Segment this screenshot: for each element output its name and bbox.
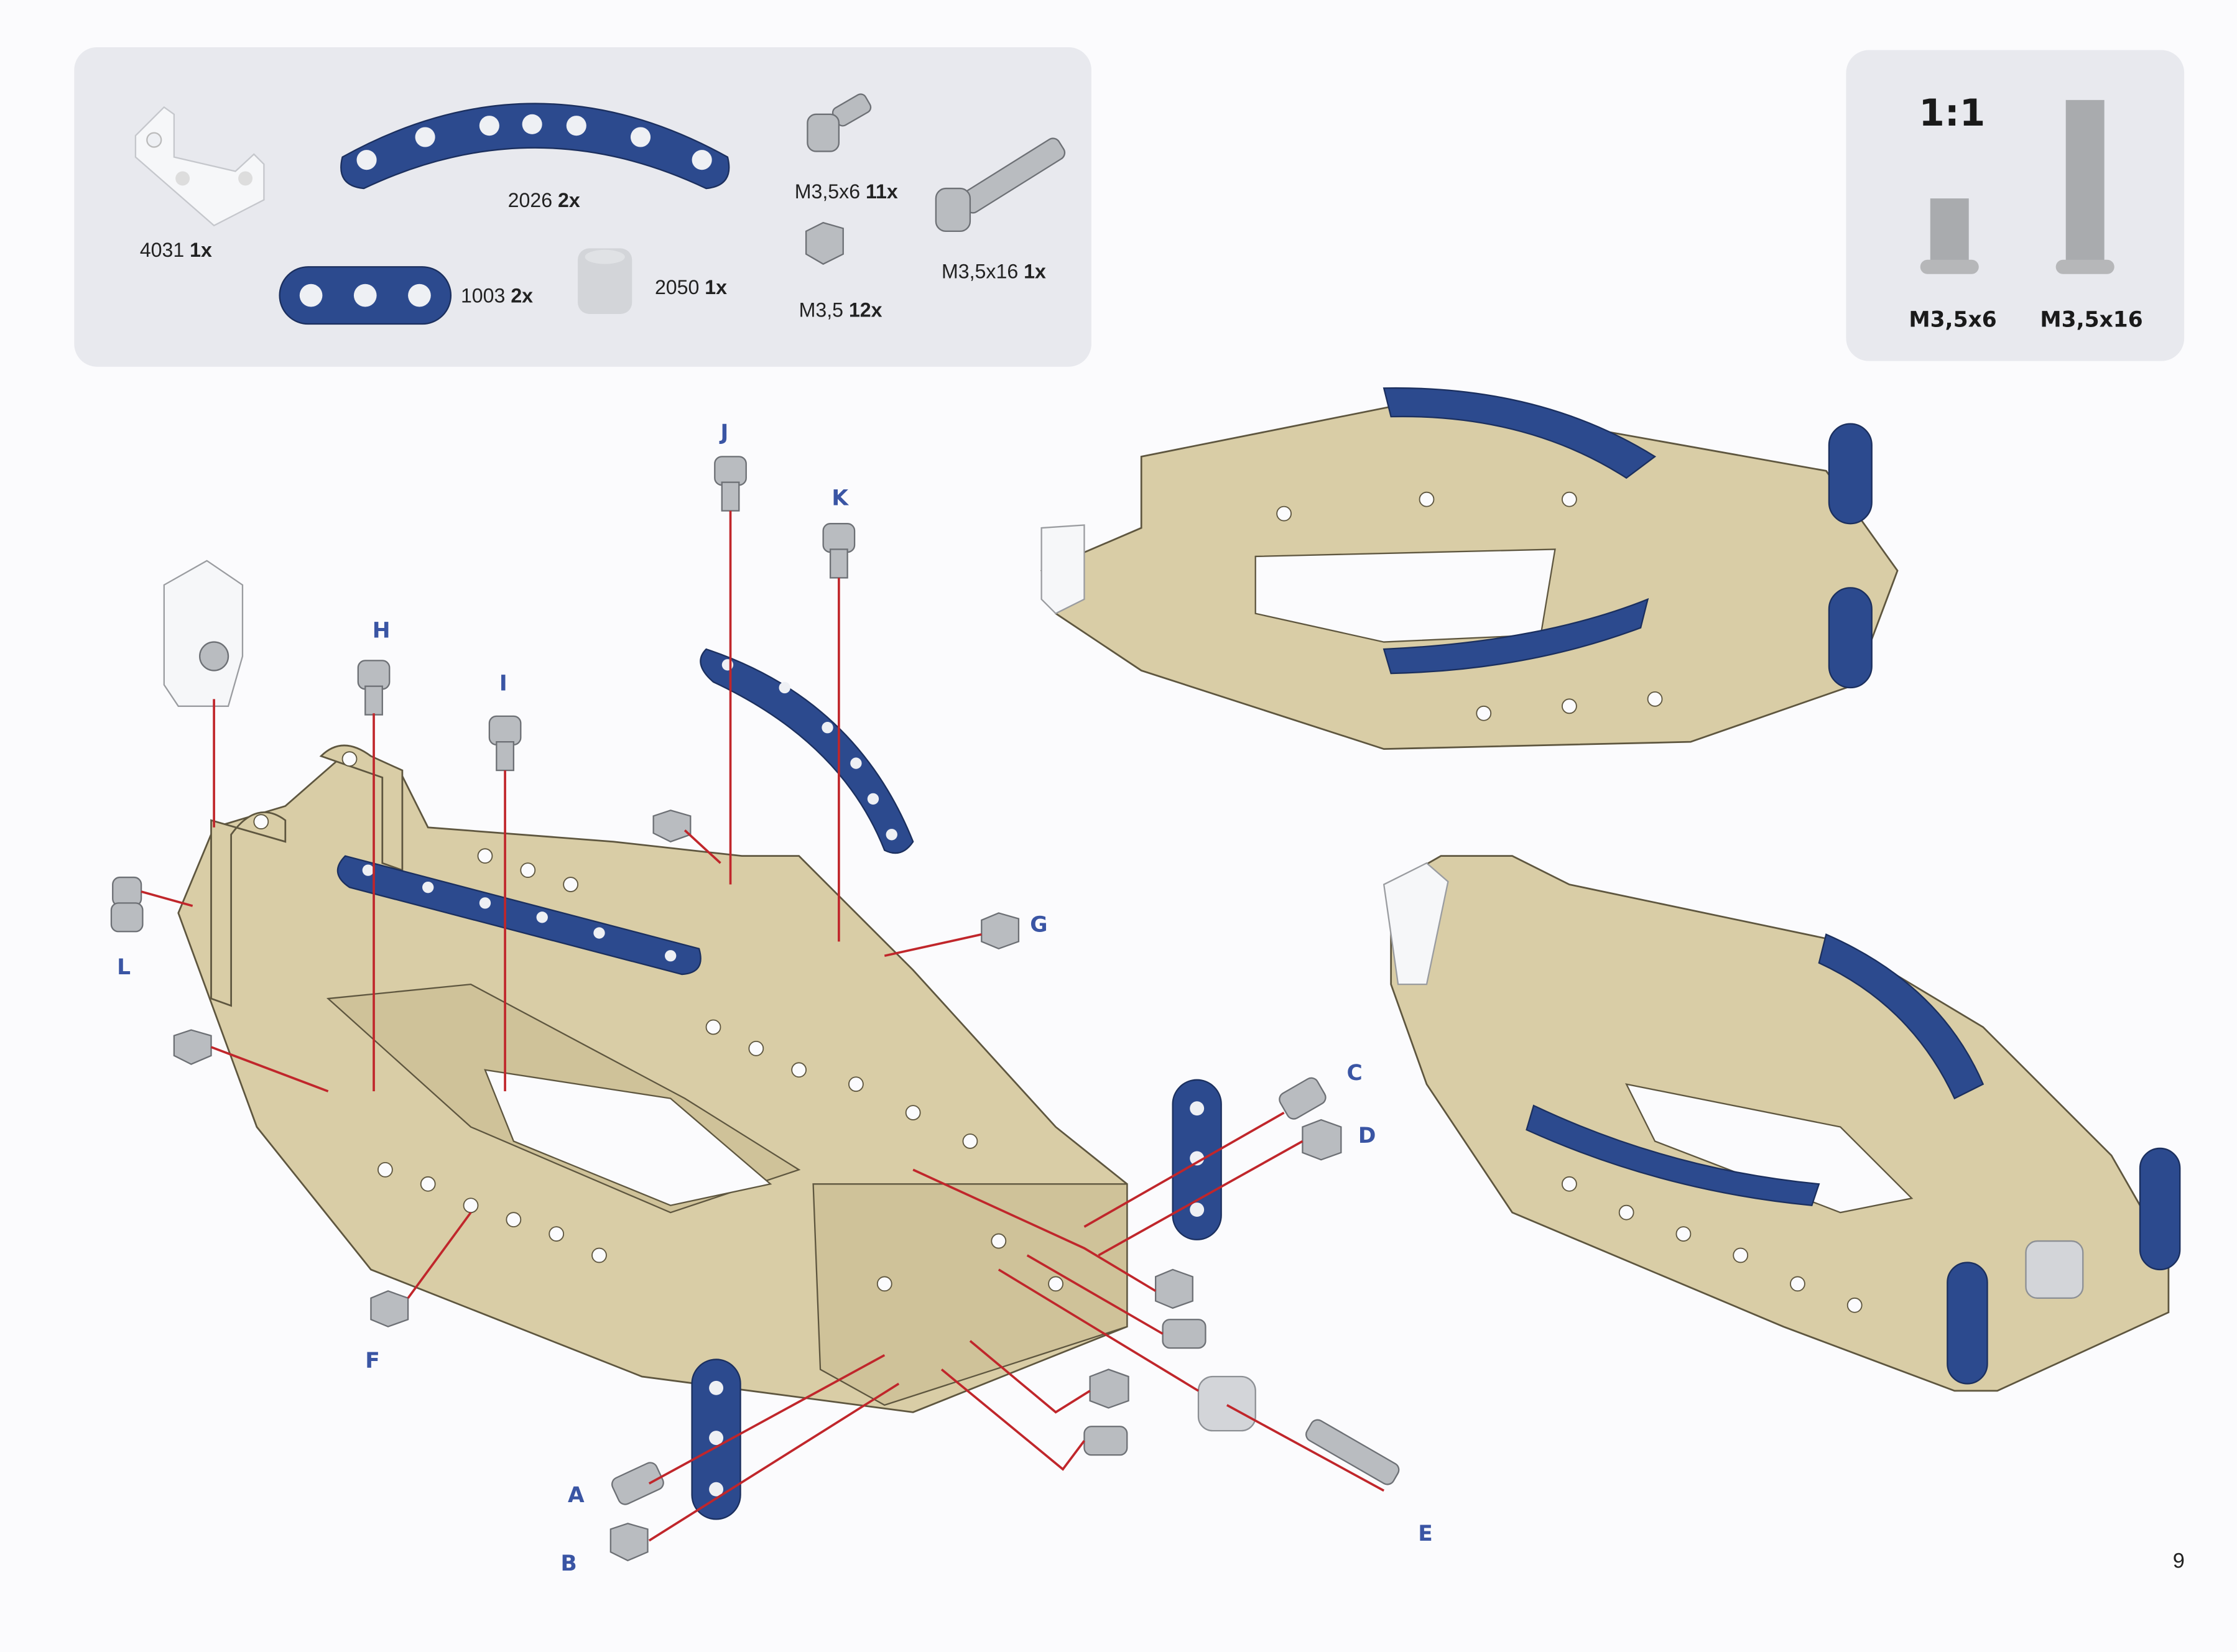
part-label-m35: M3,5 12x — [799, 299, 882, 321]
screw-m35x6-actual-size-icon — [1920, 198, 1979, 274]
assembled-view-bottom — [1382, 855, 2181, 1392]
callout-G: G — [1030, 912, 1047, 937]
blue-strip-assembled — [336, 855, 702, 976]
part-label-m35x16: M3,5x16 1x — [942, 261, 1046, 283]
bracket-4031-icon — [134, 106, 265, 227]
blue-curved-strip-exploded — [700, 648, 914, 854]
callout-H: H — [373, 619, 391, 644]
callout-E: E — [1418, 1521, 1433, 1546]
part-label-2050: 2050 1x — [655, 276, 727, 298]
scale-label-m35x6: M3,5x6 — [1909, 308, 1996, 333]
screw-m35x16-icon — [935, 137, 1066, 233]
main-exploded-assembly — [110, 456, 1400, 1562]
callout-I: I — [499, 671, 507, 696]
callout-F: F — [365, 1349, 380, 1373]
screw-m35x16-actual-size-icon — [2055, 99, 2114, 274]
callout-letters: J K H I L G C D F A B E — [117, 420, 1433, 1576]
callout-D: D — [1358, 1124, 1376, 1148]
scale-ratio: 1:1 — [1919, 92, 1985, 135]
blue-strip-bottom-exploded — [691, 1359, 741, 1520]
callout-A: A — [568, 1483, 585, 1508]
page-number: 9 — [2173, 1549, 2185, 1572]
callout-C: C — [1347, 1061, 1363, 1086]
main-holes — [377, 848, 1063, 1292]
white-bracket-exploded — [163, 560, 244, 707]
strip-1003-icon — [279, 266, 452, 325]
screw-m35x6-icon — [807, 93, 872, 152]
part-label-1003: 1003 2x — [461, 285, 533, 307]
guide-lines — [141, 510, 1385, 1542]
curved-strip-2026-icon — [340, 103, 730, 190]
fasteners — [110, 456, 1400, 1562]
callout-B: B — [561, 1551, 577, 1576]
parts-list-box: 4031 1x 2026 2x M3,5x6 11x M3,5x16 1x M3… — [74, 47, 1091, 367]
callout-K: K — [831, 486, 849, 510]
scale-label-m35x16: M3,5x16 — [2040, 308, 2142, 333]
spacer-2050-icon — [578, 248, 632, 314]
nut-m35-icon — [805, 221, 844, 265]
part-label-4031: 4031 1x — [140, 239, 212, 261]
callout-L: L — [117, 955, 131, 980]
part-label-m35x6: M3,5x6 11x — [795, 180, 898, 203]
assembled-view-top — [1040, 387, 1899, 750]
scale-reference-box: 1:1 M3,5x6 M3,5x16 — [1846, 50, 2185, 361]
callout-J: J — [719, 420, 728, 445]
blue-strip-right-exploded — [1172, 1079, 1222, 1240]
part-label-2026: 2026 2x — [508, 189, 580, 211]
